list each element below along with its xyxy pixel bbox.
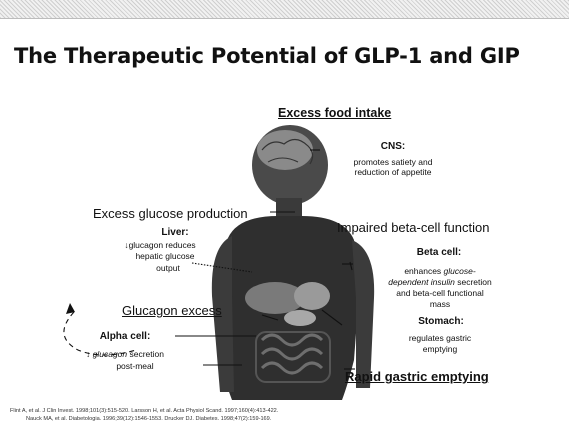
heading-impaired-beta-cell-function: Impaired beta-cell function — [337, 220, 489, 235]
alpha-cell-text-line-1: ↓ glucagon secretion — [60, 349, 190, 359]
stomach-text-line-1: regulates gastric — [370, 333, 510, 343]
stomach-label: Stomach: — [376, 316, 506, 327]
cns-text-line-2: reduction of appetite — [308, 167, 478, 177]
beta-cell-text-line-3: and beta-cell functional — [360, 288, 520, 298]
beta-cell-text-line-4: mass — [360, 299, 520, 309]
heading-glucagon-excess: Glucagon excess — [122, 303, 222, 318]
beta-cell-text-line-1: enhances glucose- — [360, 266, 520, 276]
cns-label: CNS: — [328, 141, 458, 152]
beta-cell-text-line-2: dependent insulin secretion — [360, 277, 520, 287]
alpha-cell-label: Alpha cell: — [70, 331, 180, 342]
heading-excess-glucose-production: Excess glucose production — [93, 206, 248, 221]
reference-line-2: Nauck MA, et al. Diabetologia. 1996;39(1… — [10, 415, 278, 423]
heading-excess-food-intake: Excess food intake — [278, 106, 391, 120]
alpha-cell-text-line-2: post-meal — [80, 361, 190, 371]
reference-line-1: Flint A, et al. J Clin Invest. 1998;101(… — [10, 407, 278, 415]
stomach-text-line-2: emptying — [370, 344, 510, 354]
beta-cell-label: Beta cell: — [374, 247, 504, 258]
liver-label: Liver: — [110, 227, 240, 238]
liver-text-line-1: ↓glucagon reduces — [90, 240, 230, 250]
liver-text-line-3: output — [128, 263, 208, 273]
liver-text-line-2: hepatic glucose — [100, 251, 230, 261]
heading-rapid-gastric-emptying: Rapid gastric emptying — [345, 369, 489, 384]
references: Flint A, et al. J Clin Invest. 1998;101(… — [10, 407, 278, 423]
cns-text-line-1: promotes satiety and — [308, 157, 478, 167]
